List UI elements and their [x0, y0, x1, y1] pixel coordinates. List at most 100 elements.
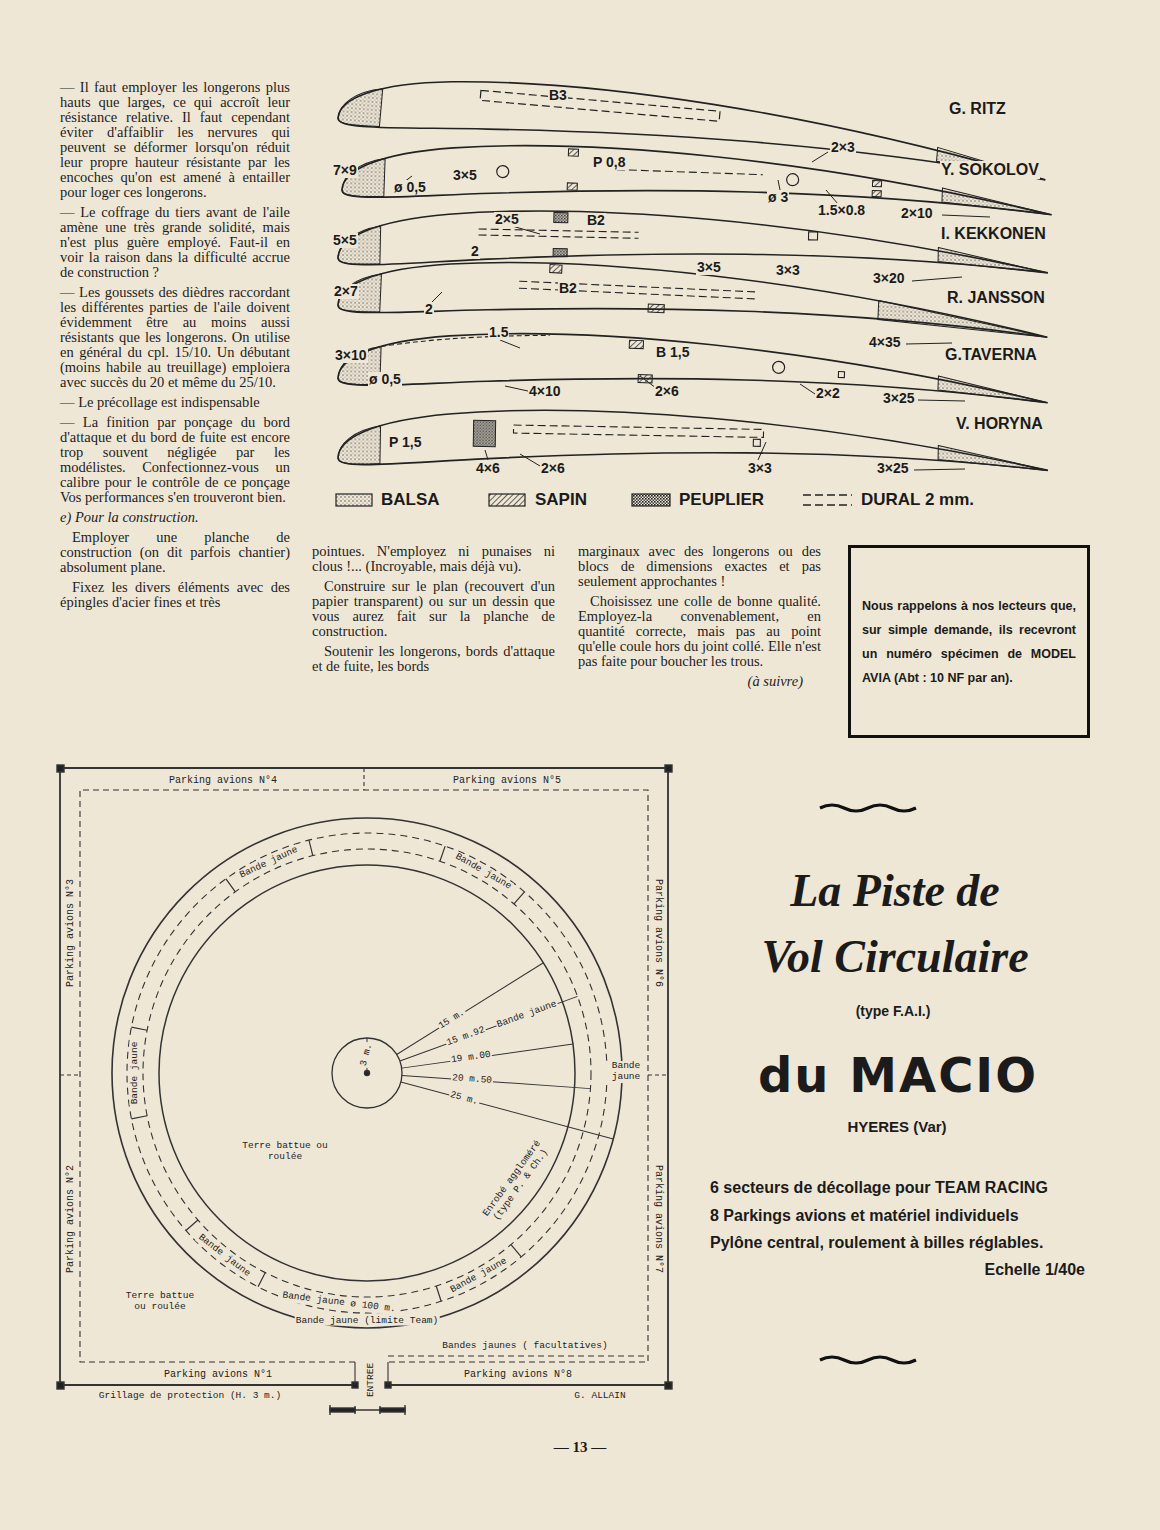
dimension-label: 2×6	[654, 384, 680, 399]
dimension-label: B2	[558, 281, 578, 296]
body-paragraph: — La finition par ponçage du bord d'atta…	[60, 415, 290, 505]
notice-box: Nous rappelons à nos lecteurs que, sur s…	[848, 545, 1090, 738]
dimension-label: 2×6	[540, 461, 566, 476]
body-paragraph: Fixez les divers éléments avec des éping…	[60, 580, 290, 610]
body-paragraph: (à suivre)	[578, 674, 821, 689]
track-label: Terre battue ou roulée	[119, 1291, 201, 1313]
dimension-label: 3×10	[334, 348, 368, 363]
track-label: 15 m.	[436, 1007, 468, 1032]
page-heading: La Piste de Vol Circulaire	[715, 858, 1075, 990]
track-label: 20 m.50	[450, 1073, 493, 1087]
leader-lines	[404, 152, 990, 470]
place-name: HYERES (Var)	[847, 1118, 946, 1136]
dimension-label: 4×10	[528, 384, 562, 399]
parking-zone: Parking avions N°8	[389, 1364, 647, 1384]
dimension-label: ø 0,5	[368, 372, 402, 387]
body-paragraph: Choisissez une colle de bonne qualité. E…	[578, 594, 821, 669]
track-label: ENTREE	[366, 1362, 377, 1398]
text-column: pointues. N'employez ni punaises ni clou…	[312, 544, 555, 679]
subtitle: (type F.A.I.)	[856, 1003, 931, 1020]
track-label: Bande jaune	[494, 999, 559, 1031]
parking-zone: Parking avions N°3	[60, 792, 80, 1074]
legend-label: BALSA	[381, 491, 440, 510]
dimension-label: P 0,8	[592, 155, 626, 170]
dimension-label: 2×10	[900, 206, 934, 221]
dimension-label: 2	[424, 302, 434, 317]
track-label: 25 m.	[447, 1090, 479, 1108]
dimension-label: ø 0,5	[393, 180, 427, 195]
body-paragraph: — Le coffrage du tiers avant de l'aile a…	[60, 205, 290, 280]
notice-text: Nous rappelons à nos lecteurs que, sur s…	[862, 594, 1076, 690]
dimension-label: 1.5×0.8	[817, 203, 866, 218]
body-paragraph: marginaux avec des longerons ou des bloc…	[578, 544, 821, 589]
designer-name: I. KEKKONEN	[940, 225, 1047, 243]
feature-line: Pylône central, roulement à billes régla…	[710, 1233, 1043, 1252]
feature-line: 6 secteurs de décollage pour TEAM RACING	[710, 1178, 1048, 1197]
track-plan	[57, 765, 672, 1415]
body-paragraph: — Les goussets des dièdres raccordant le…	[60, 285, 290, 390]
track-label: Bande jaune	[195, 1232, 253, 1280]
parking-zone: Parking avions N°7	[648, 1076, 668, 1361]
parking-label: Parking avions N°1	[164, 1369, 272, 1380]
body-paragraph: Construire sur le plan (recouvert d'un p…	[312, 579, 555, 639]
body-paragraph: pointues. N'employez ni punaises ni clou…	[312, 544, 555, 574]
dimension-label: 5×5	[332, 233, 358, 248]
dimension-label: 2×5	[494, 212, 520, 227]
dimension-label: 1.5	[488, 325, 509, 340]
page-number: — 13 —	[554, 1438, 607, 1456]
parking-zone: Parking avions N°6	[648, 792, 668, 1074]
dimension-label: 2×7	[333, 284, 359, 299]
body-paragraph: Employer une planche de construction (on…	[60, 530, 290, 575]
body-paragraph: e) Pour la construction.	[60, 510, 290, 525]
body-paragraph: — Il faut employer les longerons plus ha…	[60, 80, 290, 200]
dimension-label: B2	[586, 213, 606, 228]
dimension-label: 3×5	[452, 168, 478, 183]
dimension-label: 2×2	[815, 386, 841, 401]
dimension-label: B3	[548, 88, 568, 103]
dimension-label: 3×20	[872, 271, 906, 286]
parking-zone: Parking avions N°5	[366, 770, 648, 790]
track-label: Bande jaune (limite Team)	[295, 1315, 440, 1326]
designer-name: G.TAVERNA	[944, 346, 1038, 364]
track-label: Bandes jaunes ( facultatives)	[441, 1341, 608, 1352]
track-label: Bande jaune	[605, 1061, 647, 1083]
parking-label: Parking avions N°7	[653, 1164, 664, 1272]
parking-zone: Parking avions N°2	[60, 1076, 80, 1361]
track-label: 3 m.	[359, 1042, 376, 1069]
dimension-label: ø 3	[767, 190, 789, 205]
dimension-label: 3×25	[882, 391, 916, 406]
designer-name: Y. SOKOLOV	[940, 161, 1040, 179]
text-column: marginaux avec des longerons ou des bloc…	[578, 544, 821, 694]
feature-line: 8 Parkings avions et matériel individuel…	[710, 1206, 1019, 1225]
legend-label: PEUPLIER	[679, 491, 764, 510]
parking-label: Parking avions N°6	[653, 879, 664, 987]
dimension-label: 3×25	[876, 461, 910, 476]
dimension-label: P 1,5	[388, 435, 422, 450]
parking-label: Parking avions N°2	[65, 1164, 76, 1272]
designer-name: R. JANSSON	[946, 289, 1046, 307]
track-label: G. ALLAIN	[573, 1391, 626, 1402]
track-label: Terre battue ou roulée	[239, 1141, 331, 1163]
parking-label: Parking avions N°3	[65, 879, 76, 987]
dimension-label: 2	[470, 244, 480, 259]
dimension-label: 4×6	[475, 461, 501, 476]
parking-zone: Parking avions N°4	[82, 770, 364, 790]
parking-zone: Parking avions N°1	[82, 1364, 354, 1384]
dimension-label: 3×5	[696, 260, 722, 275]
dimension-label: 3×3	[775, 263, 801, 278]
track-label: 19 m.00	[449, 1050, 492, 1067]
track-label: 15 m.92	[444, 1025, 487, 1050]
track-label: Bande jaune ø 100 m.	[280, 1291, 396, 1316]
dimension-label: B 1,5	[655, 345, 690, 360]
parking-label: Parking avions N°4	[169, 775, 277, 786]
track-label: Grillage de protection (H. 3 m.)	[98, 1391, 282, 1402]
designer-name: G. RITZ	[948, 100, 1007, 118]
track-label: Enrobé aggloméré (type P. & Ch.)	[476, 1131, 560, 1234]
track-label: Bande jaune	[130, 1041, 141, 1106]
venue-name: du MACIO	[758, 1049, 1038, 1102]
dimension-label: 2×3	[830, 140, 856, 155]
feature-line: Echelle 1/40e	[984, 1260, 1085, 1279]
dimension-label: 3×3	[747, 461, 773, 476]
dimension-label: 4×35	[868, 335, 902, 350]
